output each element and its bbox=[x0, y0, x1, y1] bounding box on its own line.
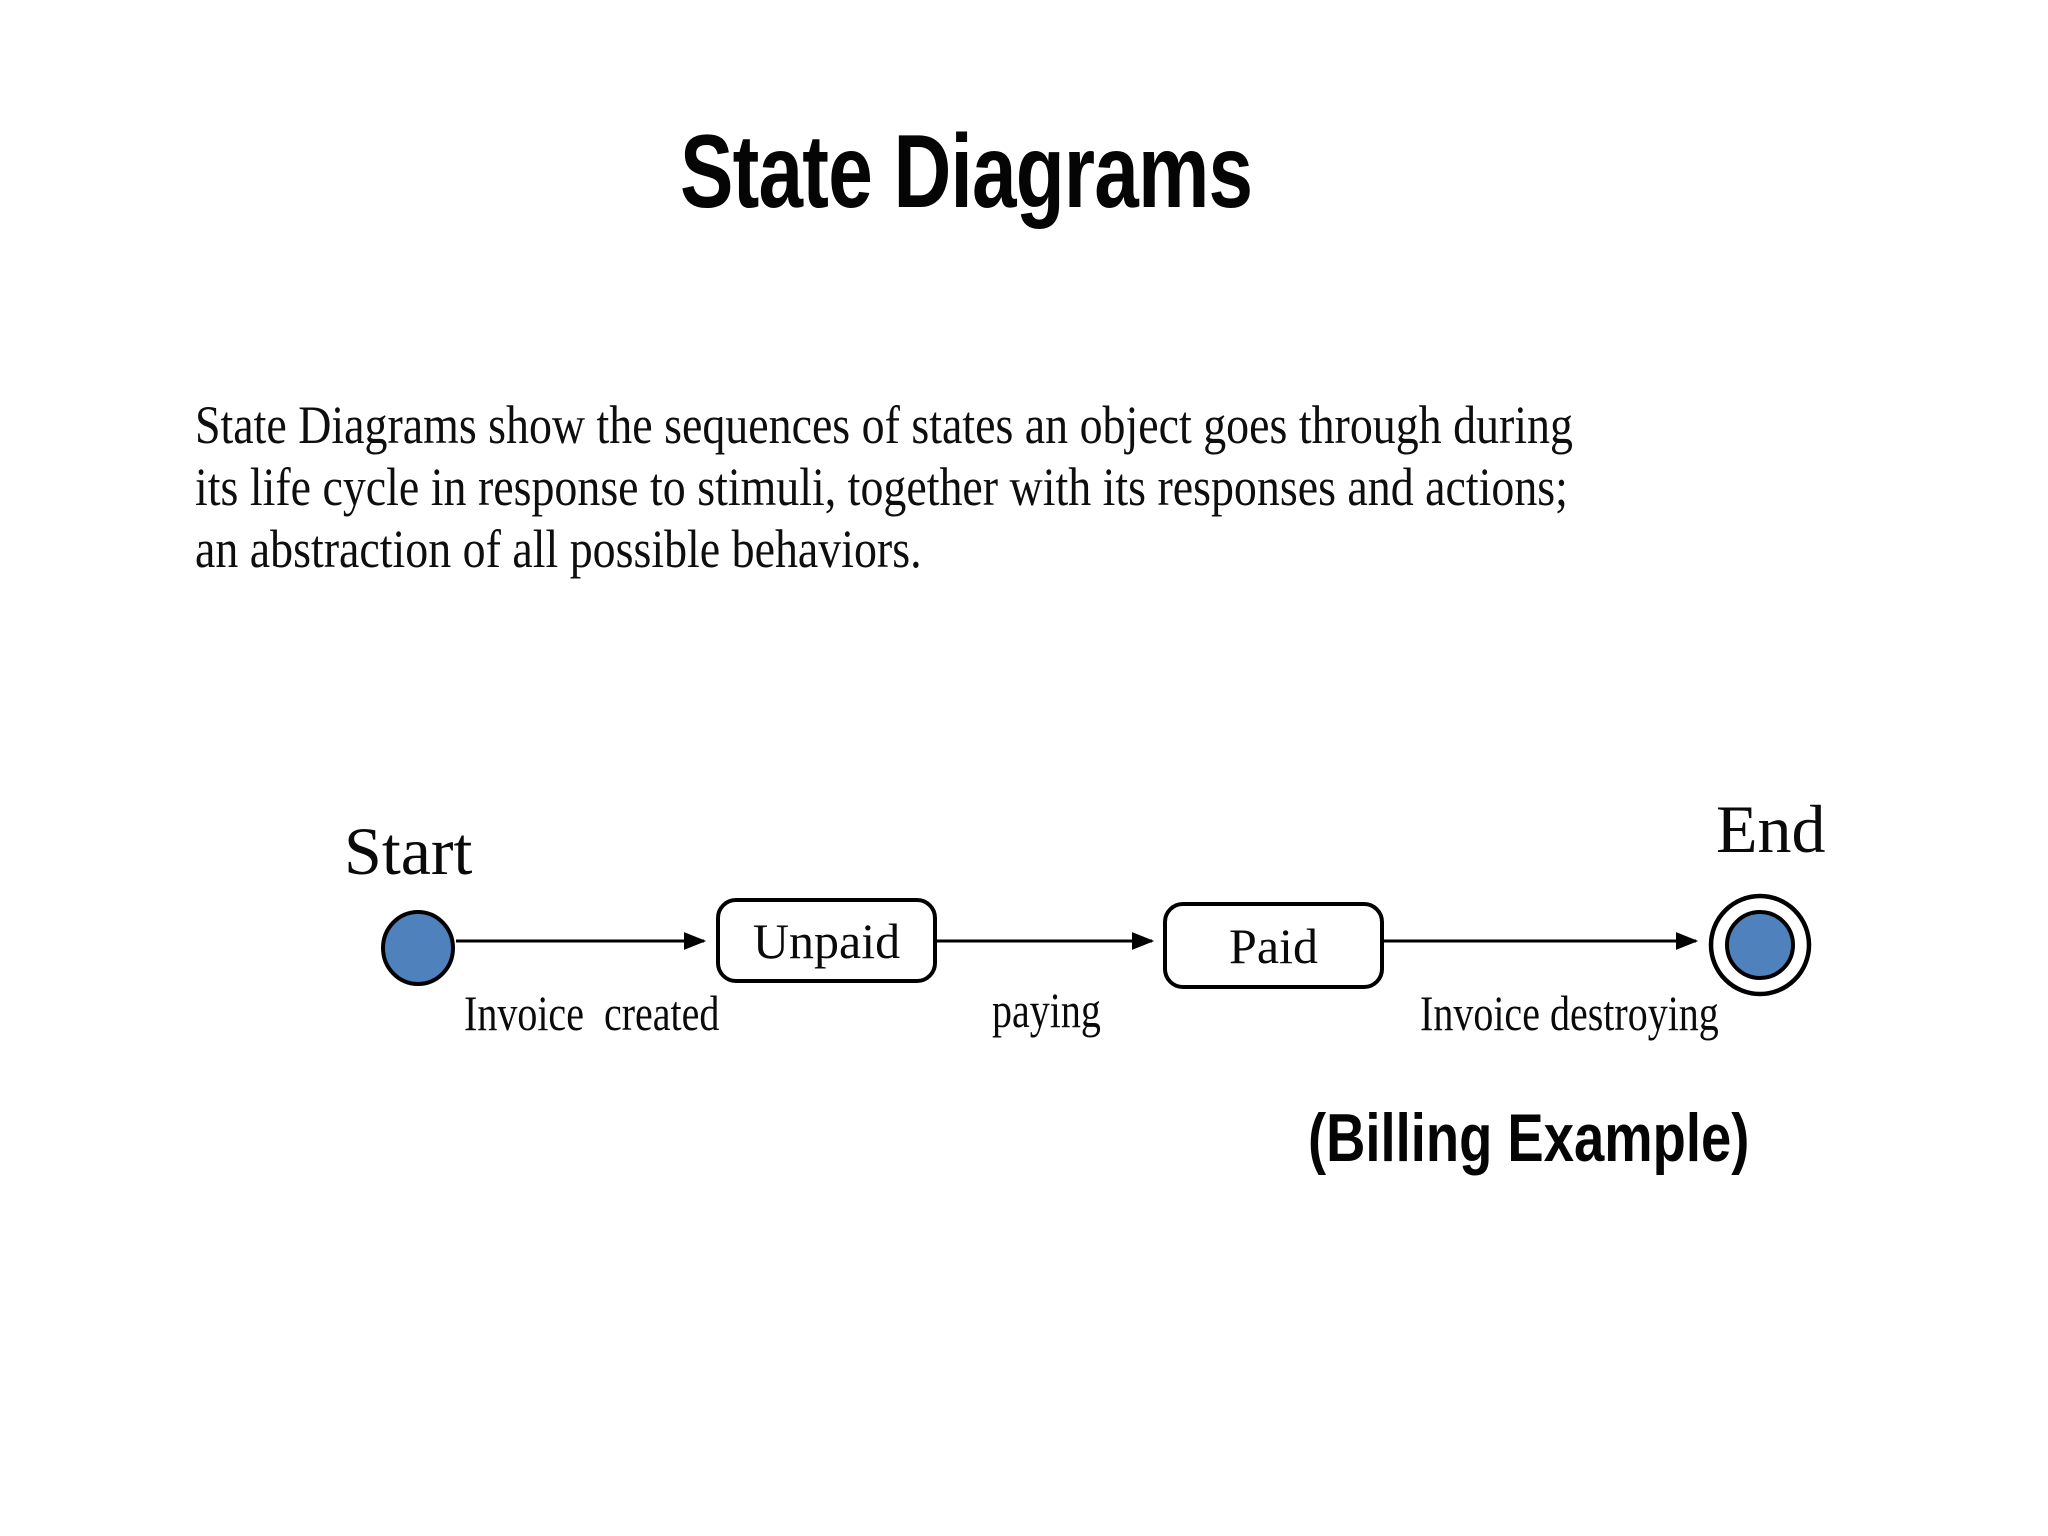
description-paragraph: State Diagrams show the sequences of sta… bbox=[195, 394, 1573, 580]
description-line: an abstraction of all possible behaviors… bbox=[195, 519, 922, 579]
initial-state-node bbox=[381, 910, 455, 986]
page-title: State Diagrams bbox=[680, 114, 1253, 230]
state-box-paid: Paid bbox=[1163, 902, 1384, 989]
end-state-label: End bbox=[1716, 791, 1826, 867]
billing-example-caption: (Billing Example) bbox=[1308, 1100, 1750, 1176]
description-line: its life cycle in response to stimuli, t… bbox=[195, 457, 1568, 517]
transition-label-invoice-created: Invoice created bbox=[464, 985, 720, 1041]
state-label-unpaid: Unpaid bbox=[752, 912, 901, 969]
transition-label-invoice-destroying: Invoice destroying bbox=[1420, 985, 1719, 1041]
final-state-node bbox=[1725, 910, 1795, 980]
state-label-paid: Paid bbox=[1229, 917, 1318, 974]
start-state-label: Start bbox=[344, 813, 473, 889]
transition-label-paying: paying bbox=[992, 982, 1101, 1038]
description-line: State Diagrams show the sequences of sta… bbox=[195, 395, 1573, 455]
state-box-unpaid: Unpaid bbox=[716, 898, 937, 983]
